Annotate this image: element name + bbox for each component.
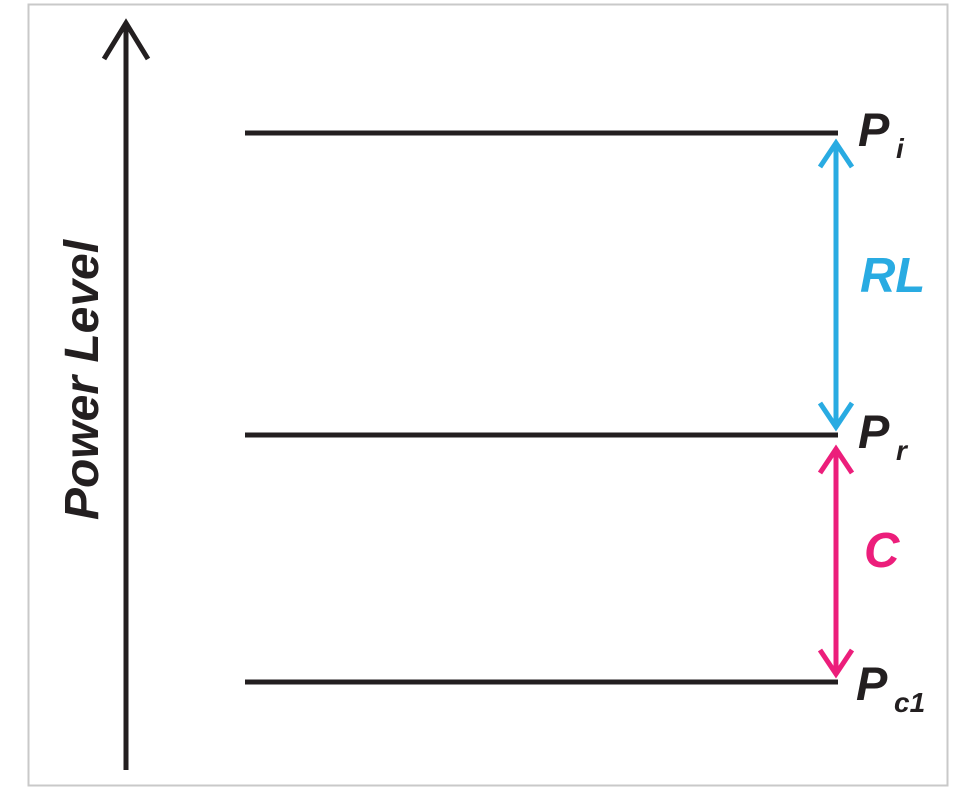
level-lines bbox=[245, 130, 838, 685]
level-labels: P i P r P c1 bbox=[856, 103, 925, 718]
label-pi-sub: i bbox=[896, 133, 905, 164]
return-loss-arrowhead-down-icon bbox=[817, 401, 855, 432]
power-axis-arrowhead-icon bbox=[101, 18, 151, 61]
return-loss-label: RL bbox=[860, 249, 925, 303]
power-axis-label: Power Level bbox=[56, 238, 109, 520]
coupling-arrow bbox=[817, 444, 855, 679]
label-pr-sub: r bbox=[896, 435, 909, 466]
coupling-arrowhead-up-icon bbox=[817, 444, 855, 475]
return-loss-arrowhead-up-icon bbox=[817, 138, 855, 169]
label-pr-base: P bbox=[858, 405, 890, 458]
label-pi-base: P bbox=[858, 103, 890, 156]
label-pc1-base: P bbox=[856, 657, 888, 710]
return-loss-arrow bbox=[817, 138, 855, 432]
coupling-arrowhead-down-icon bbox=[817, 648, 855, 679]
figure-frame bbox=[27, 3, 949, 787]
label-pc1-sub: c1 bbox=[894, 687, 925, 718]
coupling-label: C bbox=[864, 524, 900, 578]
power-axis bbox=[101, 18, 151, 770]
